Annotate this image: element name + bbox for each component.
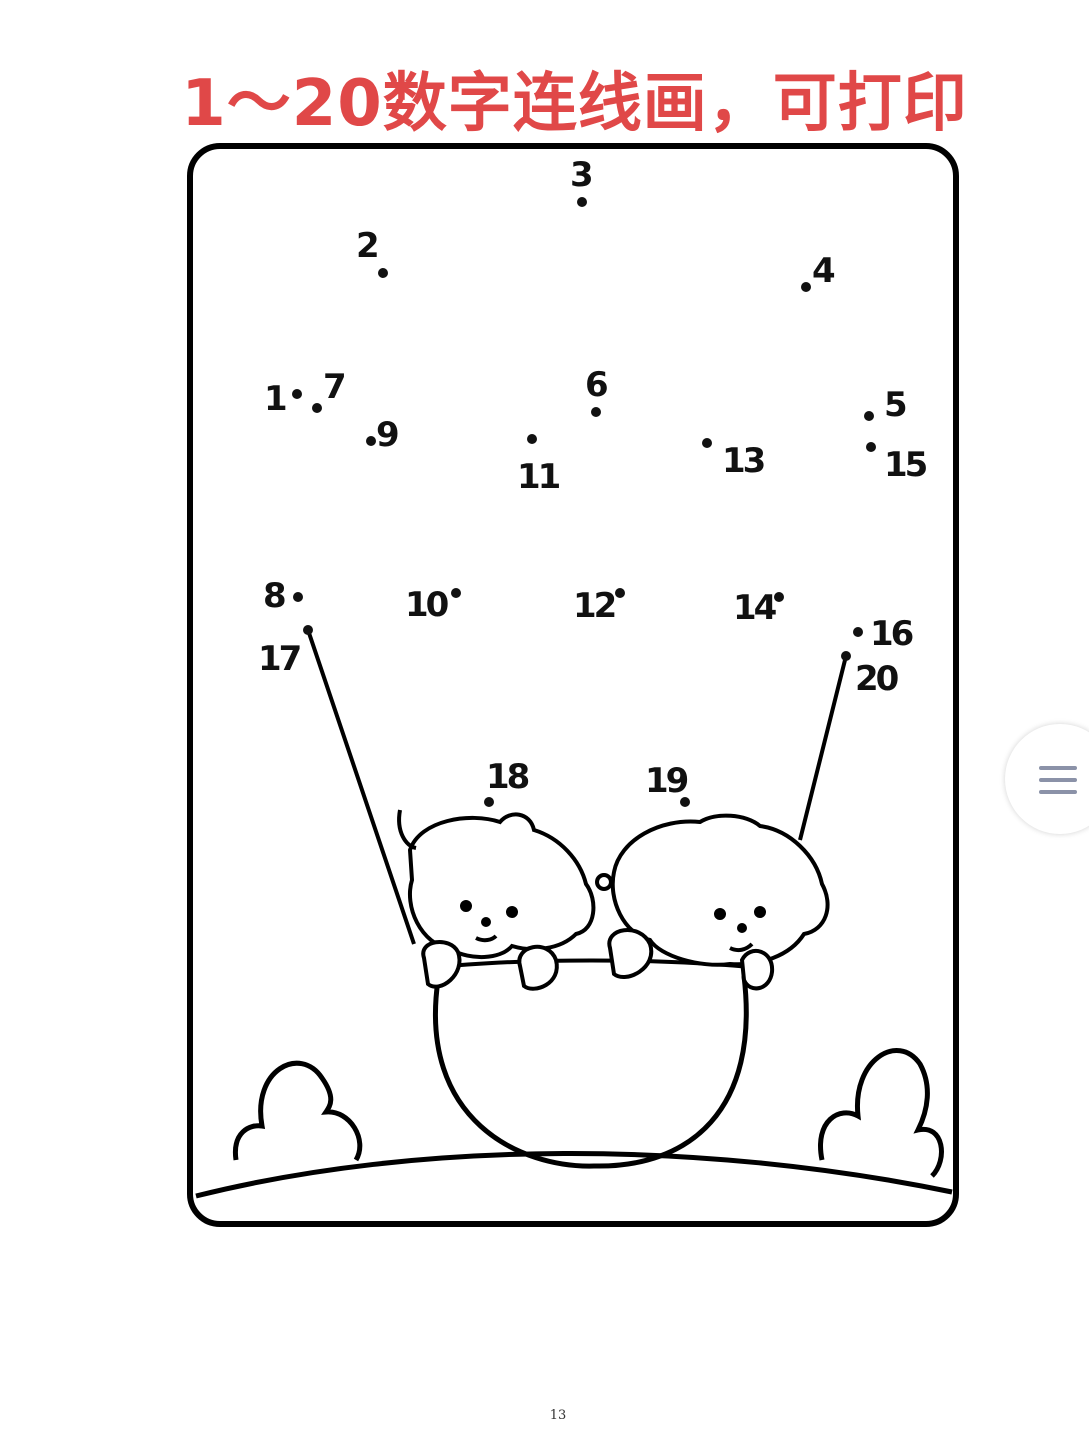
- child-left: [397, 809, 596, 991]
- ground-line: [195, 1151, 953, 1199]
- dot-20[interactable]: [841, 651, 851, 661]
- dot-label-20: 20: [855, 659, 899, 699]
- left-rope: [306, 629, 416, 945]
- dot-label-11: 11: [517, 457, 560, 497]
- worksheet-frame: [187, 143, 959, 1227]
- right-rope: [798, 655, 848, 841]
- dot-label-16: 16: [870, 614, 913, 654]
- dot-label-15: 15: [884, 445, 927, 485]
- dot-17[interactable]: [303, 625, 313, 635]
- dot-19[interactable]: [680, 797, 690, 807]
- dot-6[interactable]: [591, 407, 601, 417]
- dot-label-10: 10: [405, 585, 449, 625]
- dot-label-12: 12: [573, 586, 615, 626]
- dot-label-5: 5: [884, 385, 906, 425]
- dot-label-7: 7: [323, 367, 344, 407]
- dot-label-6: 6: [585, 365, 607, 405]
- left-bush: [232, 1060, 363, 1162]
- page-number: 13: [549, 1408, 567, 1423]
- dot-16[interactable]: [853, 627, 863, 637]
- dot-label-1: 1: [264, 379, 286, 419]
- dots-layer: 1 2 3 4 5 6 7 8 9 10 11 12 13 14 15 16 1: [258, 155, 930, 807]
- dot-2[interactable]: [378, 268, 388, 278]
- dot-12[interactable]: [615, 588, 625, 598]
- dot-15[interactable]: [866, 442, 876, 452]
- right-bush: [818, 1048, 944, 1178]
- side-menu-button[interactable]: [1005, 724, 1089, 834]
- dot-1[interactable]: [292, 389, 302, 399]
- page-title: 1～20数字连线画，可打印: [181, 67, 968, 141]
- dot-label-18: 18: [486, 757, 529, 797]
- dot-13[interactable]: [702, 438, 712, 448]
- dot-18[interactable]: [484, 797, 494, 807]
- dot-11[interactable]: [527, 434, 537, 444]
- dot-label-13: 13: [722, 441, 764, 481]
- dot-label-4: 4: [812, 251, 835, 291]
- dot-10[interactable]: [451, 588, 461, 598]
- dot-label-14: 14: [733, 588, 777, 628]
- dot-label-19: 19: [645, 761, 688, 801]
- dot-5[interactable]: [864, 411, 874, 421]
- dot-9[interactable]: [366, 436, 376, 446]
- dot-8[interactable]: [293, 592, 303, 602]
- dot-label-3: 3: [570, 155, 591, 195]
- dot-label-2: 2: [356, 226, 377, 266]
- dot-4[interactable]: [801, 282, 811, 292]
- dot-3[interactable]: [577, 197, 587, 207]
- basket: [433, 975, 749, 1169]
- dot-7[interactable]: [312, 403, 322, 413]
- dot-label-9: 9: [376, 415, 398, 455]
- dot-label-8: 8: [263, 576, 285, 616]
- dot-14[interactable]: [774, 592, 784, 602]
- dot-label-17: 17: [258, 639, 300, 679]
- child-right: [595, 813, 830, 991]
